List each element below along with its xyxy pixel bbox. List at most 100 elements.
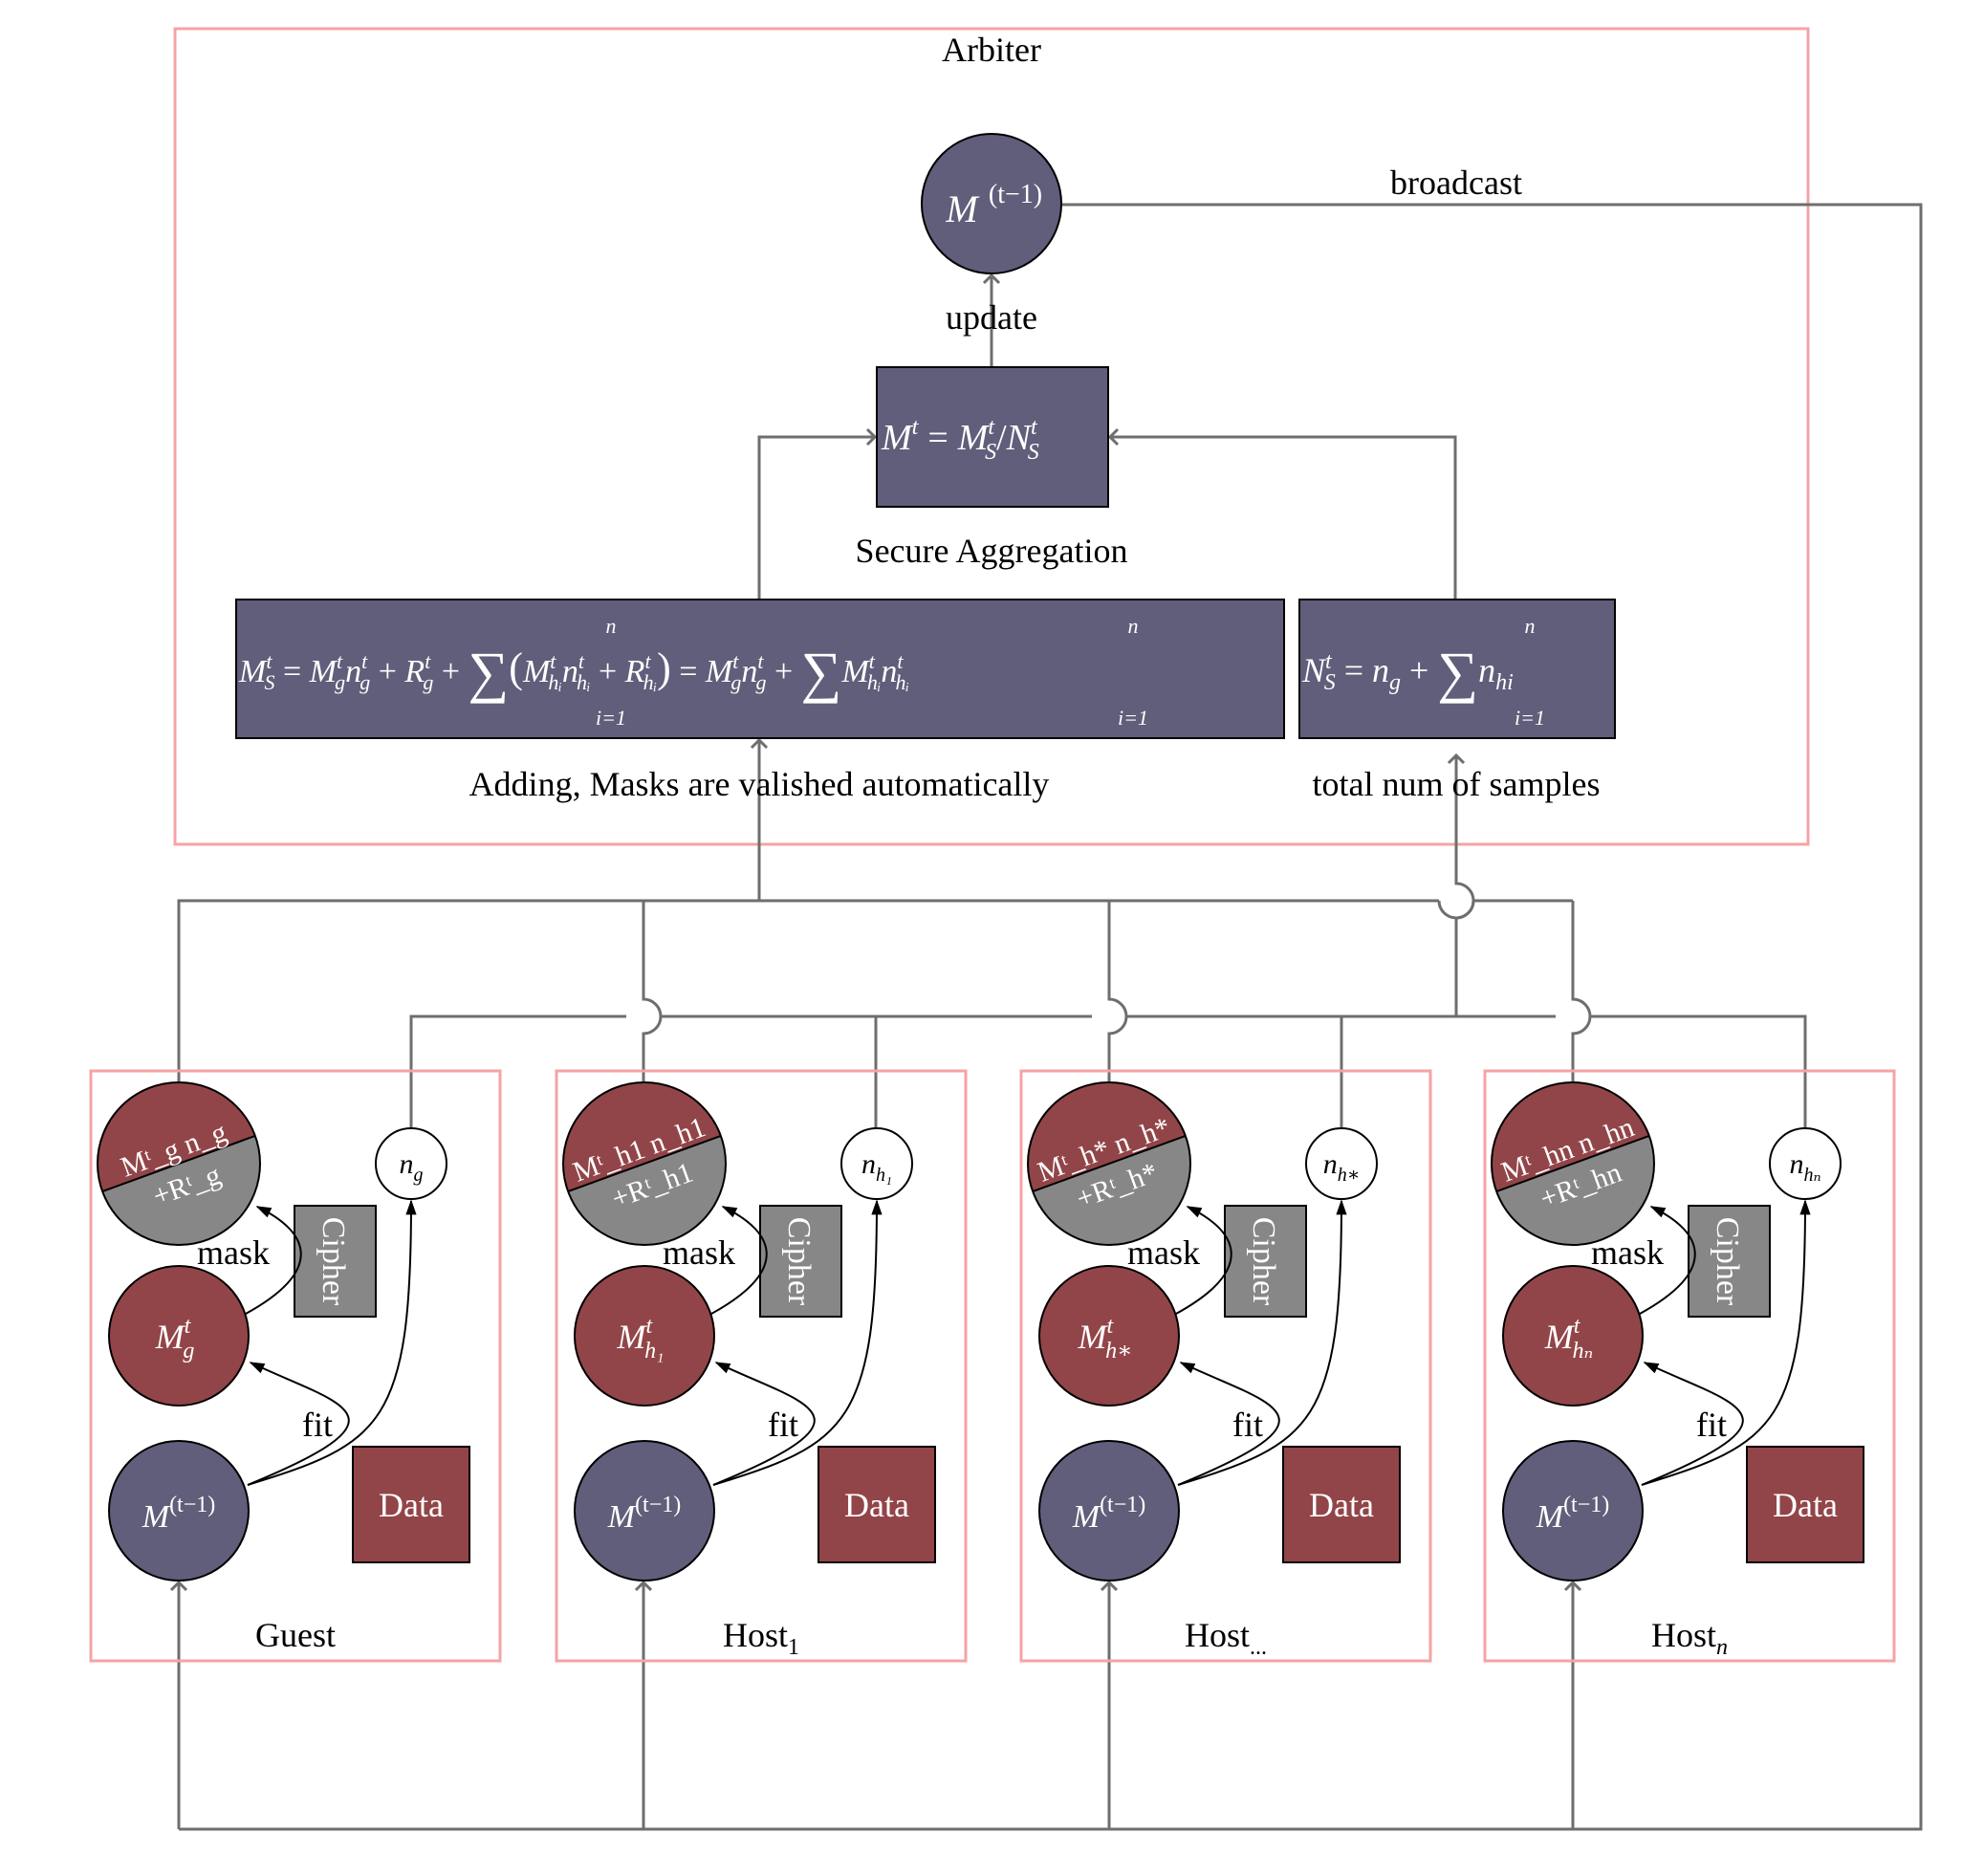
- update-label: update: [946, 298, 1037, 337]
- party-frame: [555, 1069, 968, 1663]
- svg-text:M(t−1): M(t−1): [142, 1493, 216, 1535]
- secure-aggregation-label: Secure Aggregation: [856, 532, 1128, 570]
- fit-label: fit: [768, 1406, 798, 1444]
- arbiter-frame: [173, 27, 1810, 846]
- count-arrow: [712, 1199, 883, 1486]
- masked-model-node: Mᵗ_hn n_hn+Rᵗ_hn: [1491, 1081, 1655, 1246]
- cipher-box: Cipher: [759, 1205, 842, 1318]
- arbiter-model-sup: (t−1): [989, 180, 1042, 209]
- cipher-box: Cipher: [1224, 1205, 1307, 1318]
- svg-text:Data: Data: [1309, 1486, 1374, 1524]
- sum2-lower: i=1: [1118, 706, 1148, 730]
- mask-label: mask: [1127, 1233, 1200, 1272]
- sum1-upper: n: [606, 614, 617, 638]
- fit-arrow: [1641, 1362, 1744, 1486]
- svg-text:nhₙ: nhₙ: [1789, 1148, 1820, 1186]
- count-arrow: [1177, 1199, 1347, 1486]
- arbiter-model-node: M (t−1): [921, 133, 1062, 274]
- host1-model-line: [642, 901, 663, 1082]
- svg-text:M(t−1): M(t−1): [1072, 1493, 1146, 1535]
- party-frame: [89, 1069, 502, 1663]
- model-bus-hop: [1437, 900, 1475, 920]
- global-model-node: M(t−1): [1038, 1440, 1180, 1582]
- svg-text:ng: ng: [400, 1148, 424, 1186]
- fit-label: fit: [302, 1406, 333, 1444]
- svg-text:Data: Data: [1773, 1486, 1838, 1524]
- svg-text:NtS = ng + ∑nhi: NtS = ng + ∑nhi: [1301, 641, 1514, 704]
- hostmid-model-line: [1107, 901, 1128, 1082]
- data-box: Data: [818, 1446, 936, 1563]
- fit-label: fit: [1696, 1406, 1727, 1444]
- fit-label: fit: [1232, 1406, 1263, 1444]
- svg-text:Cipher: Cipher: [1710, 1217, 1745, 1306]
- broadcast-line: [179, 203, 1923, 1831]
- mask-arrow: [1175, 1206, 1232, 1315]
- svg-text:Mtg: Mtg: [155, 1314, 195, 1363]
- sum3-upper: n: [1525, 614, 1536, 638]
- party-label: Host1: [723, 1616, 799, 1660]
- sum-box-caption: Adding, Masks are valished automatically: [469, 765, 1050, 803]
- masked-model-node: Mᵗ_g n_g+Rᵗ_g: [97, 1081, 261, 1246]
- sum3-lower: i=1: [1515, 706, 1545, 730]
- mask-arrow: [710, 1206, 768, 1315]
- svg-text:Cipher: Cipher: [316, 1217, 351, 1306]
- sum2-upper: n: [1128, 614, 1139, 638]
- mask-arrow: [1639, 1206, 1696, 1315]
- connectors: [169, 203, 1923, 1831]
- sum1-lower: i=1: [596, 706, 626, 730]
- party-label: Host...: [1185, 1616, 1267, 1660]
- svg-text:Data: Data: [379, 1486, 444, 1524]
- cipher-box: Cipher: [1688, 1205, 1771, 1318]
- svg-text:nh∗: nh∗: [1323, 1148, 1361, 1186]
- fit-arrow: [712, 1362, 816, 1486]
- fit-arrow: [247, 1362, 350, 1486]
- svg-text:Mth∗: Mth∗: [1078, 1314, 1133, 1363]
- count-bus-up-line: [1447, 753, 1475, 1016]
- mask-arrow: [245, 1206, 302, 1315]
- broadcast-label: broadcast: [1390, 164, 1522, 202]
- sample-count-node: nhₙ: [1769, 1127, 1842, 1200]
- data-box: Data: [352, 1446, 470, 1563]
- global-model-node: M(t−1): [108, 1440, 250, 1582]
- svg-text:Cipher: Cipher: [781, 1217, 817, 1306]
- arbiter-model-base: M: [945, 187, 980, 230]
- sample-count-node: nh∗: [1305, 1127, 1378, 1200]
- arbiter-title: Arbiter: [942, 31, 1041, 69]
- party-label: Hostn: [1651, 1616, 1728, 1660]
- mask-label: mask: [663, 1233, 735, 1272]
- sample-count-node: ng: [375, 1127, 447, 1200]
- sample-count-node: nh₁: [840, 1127, 913, 1200]
- party-frame: [1483, 1069, 1896, 1663]
- count-to-division-arrow: [1107, 427, 1457, 600]
- count-box-caption: total num of samples: [1313, 765, 1601, 803]
- svg-text:M(t−1): M(t−1): [607, 1493, 682, 1535]
- global-model-node: M(t−1): [1502, 1440, 1644, 1582]
- global-model-node: M(t−1): [574, 1440, 715, 1582]
- mask-label: mask: [197, 1233, 270, 1272]
- party-frame: [1019, 1069, 1432, 1663]
- svg-text:Mt=MtS/NtS: Mt=MtS/NtS: [881, 415, 1039, 465]
- svg-text:M(t−1): M(t−1): [1536, 1493, 1610, 1535]
- svg-text:Data: Data: [844, 1486, 909, 1524]
- hostn-model-line: [1571, 901, 1592, 1082]
- masked-model-node: Mᵗ_h* n_h*+Rᵗ_h*: [1027, 1081, 1191, 1246]
- model-bus: [177, 899, 1573, 1082]
- masked-model-node: Mᵗ_h1 n_h1+Rᵗ_h1: [562, 1081, 727, 1246]
- count-arrow: [1641, 1199, 1811, 1486]
